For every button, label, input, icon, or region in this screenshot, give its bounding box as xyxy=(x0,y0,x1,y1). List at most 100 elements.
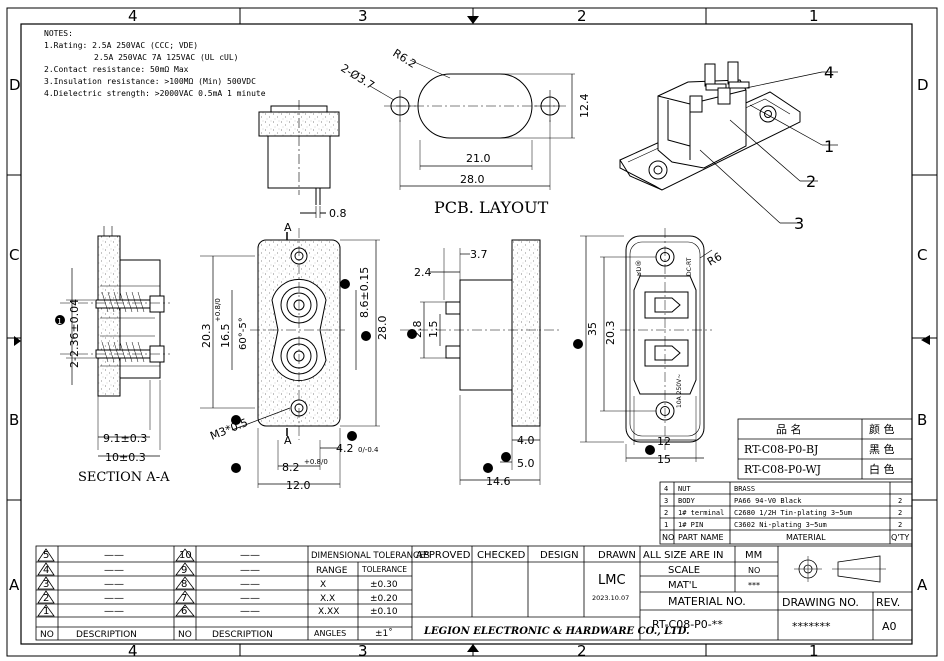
approval-block: APPROVED CHECKED DESIGN DRAWN LMC 2023.1… xyxy=(416,550,690,637)
isometric-view: 4 1 2 3 xyxy=(619,61,838,233)
rev-dash: —— xyxy=(104,579,124,590)
zone-top-3: 3 xyxy=(358,7,368,25)
material-value: *** xyxy=(748,581,760,590)
material-no-label: MATERIAL NO. xyxy=(668,595,746,608)
dim-side-4-0: 4.0 xyxy=(517,434,535,447)
dim-front-angle: 60°-5° xyxy=(238,317,249,350)
rev-triangles xyxy=(37,548,195,617)
zone-bottom-1: 1 xyxy=(809,642,819,660)
dim-side-5-0: 5.0 xyxy=(517,457,535,470)
zone-top-4: 4 xyxy=(128,7,138,25)
rev-header-desc: DESCRIPTION xyxy=(76,630,137,640)
dim-pcb-outer-width: 28.0 xyxy=(460,173,485,186)
drawn-date: 2023.10.07 xyxy=(592,594,629,602)
rev-num: 7 xyxy=(181,593,187,604)
variant-name: RT-C08-P0-WJ xyxy=(744,463,821,476)
dim-pcb-hole: 2-Ø3.7 xyxy=(338,62,376,93)
bom-header-material: MATERIAL xyxy=(786,533,826,542)
bom-part: NUT xyxy=(678,485,691,493)
zone-bottom-3: 3 xyxy=(358,642,368,660)
variant-header-name: 品 名 xyxy=(776,422,802,436)
scale-value: NO xyxy=(748,566,760,575)
tolerance-value: ±0.20 xyxy=(370,594,398,604)
design-label: DESIGN xyxy=(540,550,579,561)
dim-pcb-height: 12.4 xyxy=(578,94,591,119)
variant-color: 黑 色 xyxy=(869,442,895,456)
bom-qty: 2 xyxy=(898,521,902,529)
marker-1: 1 xyxy=(57,317,62,326)
zone-left-A: A xyxy=(9,576,20,594)
zone-right-A: A xyxy=(917,576,928,594)
rev-header-no: NO xyxy=(40,630,54,640)
side-view: 3.7 2.4 2.8 1.5 4.0 5.0 14.6 xyxy=(400,239,560,488)
projection-symbol xyxy=(794,555,886,583)
bom-table xyxy=(659,481,913,545)
size-label: ALL SIZE ARE IN xyxy=(643,550,724,561)
title-block-info: ALL SIZE ARE IN MM SCALE NO MAT'L *** MA… xyxy=(643,550,900,633)
bom-no: 1 xyxy=(664,521,668,529)
rear-view: ʁƲ® DC-RT 10A 250V~ 35 20.3 R6 12 15 xyxy=(573,228,724,466)
bom-part: 1# PIN xyxy=(678,521,703,529)
rev-num: 5 xyxy=(43,550,49,561)
note-line: 4.Dielectric strength: >2000VAC 0.5mA 1 … xyxy=(44,89,266,98)
zone-bottom-4: 4 xyxy=(128,642,138,660)
rev-dash: —— xyxy=(240,579,260,590)
rev-dash: —— xyxy=(104,550,124,561)
bom-no: 2 xyxy=(664,509,668,517)
zone-left-C: C xyxy=(9,246,19,264)
section-a-a-view: 2-2.36±0.04 1 9.1±0.3 10±0.3 SECTION A-A xyxy=(55,226,170,485)
dim-pin-thickness: 0.8 xyxy=(329,207,347,220)
rev-header-desc: DESCRIPTION xyxy=(212,630,273,640)
front-view: A A 20.3 16.5 +0.8/0 60°-5° 28.0 8.6±0.1… xyxy=(200,221,389,492)
pcb-layout: 2-Ø3.7 R6.2 12.4 21.0 28.0 PCB. LAYOUT xyxy=(338,47,591,217)
section-mark-top: A xyxy=(284,221,292,234)
bom-header-qty: Q'TY xyxy=(891,533,909,542)
zone-left-D: D xyxy=(9,76,21,94)
rear-mark-b: DC-RT xyxy=(686,257,693,276)
rev-label: REV. xyxy=(876,596,900,609)
callout-3: 3 xyxy=(794,214,804,233)
rev-dash: —— xyxy=(104,565,124,576)
callout-1: 1 xyxy=(824,137,834,156)
bom-material: BRASS xyxy=(734,485,755,493)
notes-heading: NOTES: xyxy=(44,29,73,38)
scale-label: SCALE xyxy=(668,565,700,576)
drawn-label: DRAWN xyxy=(598,550,636,561)
title-block-grid xyxy=(35,545,913,641)
bom-no: 4 xyxy=(664,485,668,493)
bom-qty: 2 xyxy=(898,497,902,505)
material-no: RT-C08-P0-** xyxy=(652,618,723,631)
dim-rear-35: 35 xyxy=(586,322,599,336)
dim-rear-15: 15 xyxy=(657,453,671,466)
centering-arrow-right xyxy=(921,335,930,345)
drawer-name: LMC xyxy=(598,573,626,588)
variant-header-color: 颜 色 xyxy=(869,422,895,436)
bom-material: C3602 Ni-plating 3~5um xyxy=(734,521,827,529)
zone-right-D: D xyxy=(917,76,929,94)
rev-num: 6 xyxy=(181,606,187,617)
rev-num: 1 xyxy=(43,606,49,617)
callout-4: 4 xyxy=(824,63,834,82)
rear-mark-c: 10A 250V~ xyxy=(676,374,683,408)
zone-right-B: B xyxy=(917,411,927,429)
top-side-view: 0.8 xyxy=(258,100,347,220)
rev-num: 9 xyxy=(181,565,187,576)
note-line: 2.Contact resistance: 50mΩ Max xyxy=(44,65,189,74)
rev-num: 4 xyxy=(43,565,49,576)
dim-rear-20-3: 20.3 xyxy=(604,321,617,346)
dim-front-20-3: 20.3 xyxy=(200,324,213,349)
dim-front-8-6: 8.6±0.15 xyxy=(358,267,371,318)
tolerance-range: X xyxy=(320,580,326,590)
bom-part: BODY xyxy=(678,497,696,505)
revision-block: 5 4 3 2 1 10 9 8 7 6 —— —— —— —— —— —— —… xyxy=(40,550,273,640)
bom-no: 3 xyxy=(664,497,668,505)
pcb-layout-title: PCB. LAYOUT xyxy=(434,198,549,217)
dim-section-9-1: 9.1±0.3 xyxy=(103,432,147,445)
note-line: 1.Rating: 2.5A 250VAC (CCC; VDE) xyxy=(44,41,198,50)
tolerance-range: X.XX xyxy=(318,607,339,617)
material-label: MAT'L xyxy=(668,580,698,591)
zone-left-B: B xyxy=(9,411,19,429)
rev-value: A0 xyxy=(882,620,897,633)
zone-bottom-2: 2 xyxy=(577,642,587,660)
rev-num: 8 xyxy=(181,579,187,590)
